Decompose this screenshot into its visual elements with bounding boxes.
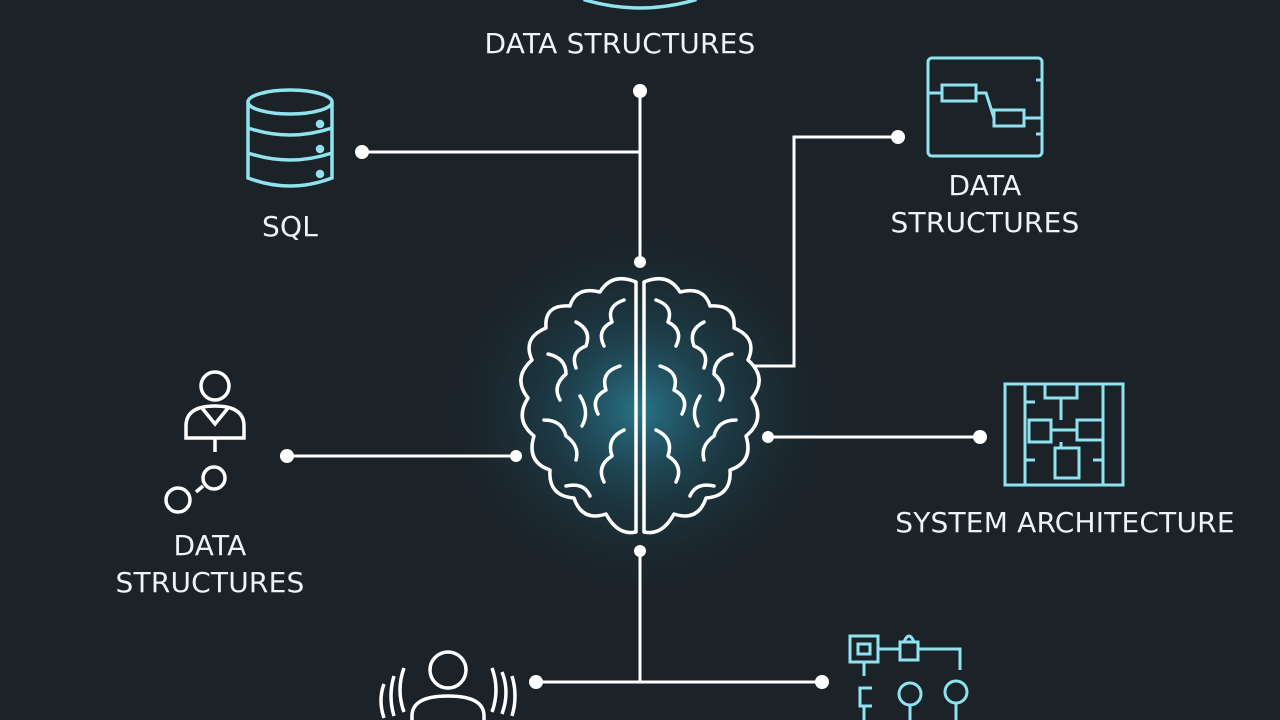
- node-left-label-line2: STRUCTURES: [115, 566, 305, 599]
- node-system-architecture-label: SYSTEM ARCHITECTURE: [895, 506, 1235, 539]
- speaking-person-icon: [379, 650, 517, 720]
- database-icon: [583, 0, 697, 10]
- circuit-icon: [848, 634, 969, 720]
- connector-right-upper: [752, 135, 900, 368]
- connectors: [285, 89, 982, 684]
- connector-dots: [280, 84, 987, 689]
- brain-icon: [519, 276, 761, 535]
- node-top-label: DATA STRUCTURES: [484, 27, 756, 60]
- node-left-label-line1: DATA: [173, 529, 247, 562]
- user-network-icon: [164, 370, 246, 514]
- brain-glow: [430, 210, 850, 610]
- node-sql-label: SQL: [261, 210, 318, 243]
- database-icon: [246, 88, 334, 188]
- system-architecture-icon: [1003, 382, 1125, 487]
- node-right-upper-label-line1: DATA: [948, 169, 1022, 202]
- flowchart-icon: [926, 56, 1044, 158]
- node-right-upper-label-line2: STRUCTURES: [890, 206, 1080, 239]
